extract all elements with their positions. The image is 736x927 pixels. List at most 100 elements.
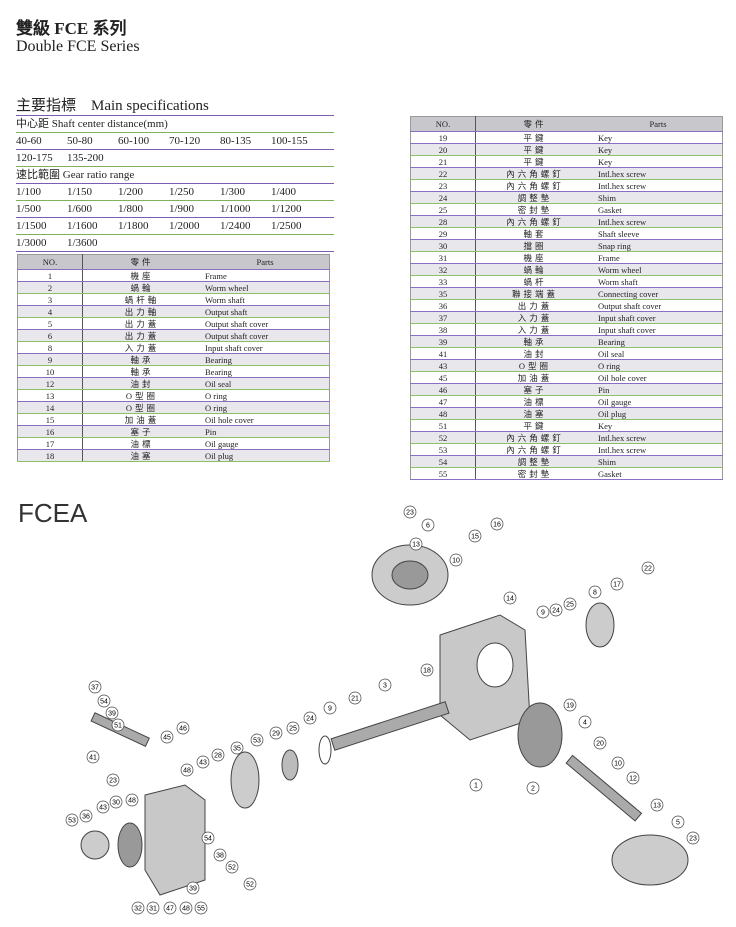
part-number: 21 xyxy=(410,155,476,168)
callout-19: 19 xyxy=(563,698,577,712)
part-name-zh: 加油蓋 xyxy=(82,413,201,426)
callout-number: 22 xyxy=(644,566,652,573)
callout-number: 21 xyxy=(351,696,359,703)
part-name-zh: 軸承 xyxy=(82,353,201,366)
part-name-en: Shim xyxy=(594,191,723,204)
part-name-zh: 出力軸 xyxy=(82,305,201,318)
part-name-en: Frame xyxy=(594,251,723,264)
callout-52: 52 xyxy=(225,860,239,874)
callout-number: 17 xyxy=(613,582,621,589)
part-name-zh: 調整墊 xyxy=(475,191,594,204)
part-number: 36 xyxy=(410,299,476,312)
callout-number: 53 xyxy=(253,738,261,745)
part-name-zh: 油塞 xyxy=(475,407,594,420)
callout-45: 45 xyxy=(160,730,174,744)
callout-circle xyxy=(403,505,417,519)
callout-8: 8 xyxy=(588,585,602,599)
callout-number: 43 xyxy=(99,805,107,812)
callout-number: 15 xyxy=(471,534,479,541)
callout-circle xyxy=(163,901,177,915)
callout-number: 2 xyxy=(531,786,535,793)
part-name-zh: 擋圈 xyxy=(475,239,594,252)
spec-value: 100-155 xyxy=(271,135,308,147)
callout-circle xyxy=(421,518,435,532)
callout-43: 43 xyxy=(196,755,210,769)
callout-number: 16 xyxy=(493,522,501,529)
part-name-en: Key xyxy=(594,131,723,144)
part-number: 22 xyxy=(410,167,476,180)
callout-number: 6 xyxy=(426,523,430,530)
part-number: 24 xyxy=(410,191,476,204)
part-name-zh: 平鍵 xyxy=(475,419,594,432)
callout-circle xyxy=(563,597,577,611)
callout-circle xyxy=(201,831,215,845)
part-name-en: Worm wheel xyxy=(594,263,723,276)
part-name-en: Gasket xyxy=(594,467,723,480)
callout-circle xyxy=(610,577,624,591)
callout-circle xyxy=(378,678,392,692)
part-name-zh: 加油蓋 xyxy=(475,371,594,384)
callout-number: 25 xyxy=(566,602,574,609)
spec-value: 1/3600 xyxy=(67,237,98,249)
spec-value: 1/1200 xyxy=(271,203,302,215)
small-output-cover xyxy=(80,830,110,860)
part-name-en: Shaft sleeve xyxy=(594,227,723,240)
title-english: Double FCE Series xyxy=(16,38,140,55)
header-parts: Parts xyxy=(594,116,723,132)
part-name-zh: 調整墊 xyxy=(475,455,594,468)
callout-number: 51 xyxy=(114,723,122,730)
callout-number: 54 xyxy=(100,699,108,706)
callout-number: 48 xyxy=(183,768,191,775)
part-name-zh: 內六角螺釘 xyxy=(475,443,594,456)
part-name-en: Oil seal xyxy=(201,377,330,390)
part-name-zh: 平鍵 xyxy=(475,143,594,156)
callout-circle xyxy=(146,901,160,915)
part-number: 39 xyxy=(410,335,476,348)
callout-16: 16 xyxy=(490,517,504,531)
part-name-zh: 蝸杆軸 xyxy=(82,293,201,306)
callout-circle xyxy=(526,781,540,795)
shaft-sleeve xyxy=(281,749,299,781)
input-cover xyxy=(585,602,615,648)
callout-number: 14 xyxy=(506,596,514,603)
part-name-zh: 出力蓋 xyxy=(475,299,594,312)
part-number: 55 xyxy=(410,467,476,480)
part-number: 6 xyxy=(17,329,83,342)
callout-number: 48 xyxy=(128,798,136,805)
callout-number: 12 xyxy=(629,776,637,783)
callout-number: 10 xyxy=(452,558,460,565)
callout-10: 10 xyxy=(449,553,463,567)
callout-13: 13 xyxy=(409,537,423,551)
callout-number: 24 xyxy=(306,716,314,723)
callout-circle xyxy=(449,553,463,567)
part-number: 38 xyxy=(410,323,476,336)
callout-circle xyxy=(250,733,264,747)
part-name-en: Intl.hex screw xyxy=(594,167,723,180)
part-name-zh: 機座 xyxy=(475,251,594,264)
callout-number: 36 xyxy=(82,814,90,821)
part-name-zh: 平鍵 xyxy=(475,131,594,144)
part-number: 35 xyxy=(410,287,476,300)
header-no: NO. xyxy=(17,254,83,270)
callout-25: 25 xyxy=(286,721,300,735)
callout-48: 48 xyxy=(179,901,193,915)
callout-number: 23 xyxy=(109,778,117,785)
spec-value: 1/1000 xyxy=(220,203,251,215)
callout-12: 12 xyxy=(626,771,640,785)
part-name-en: Oil gauge xyxy=(201,437,330,450)
